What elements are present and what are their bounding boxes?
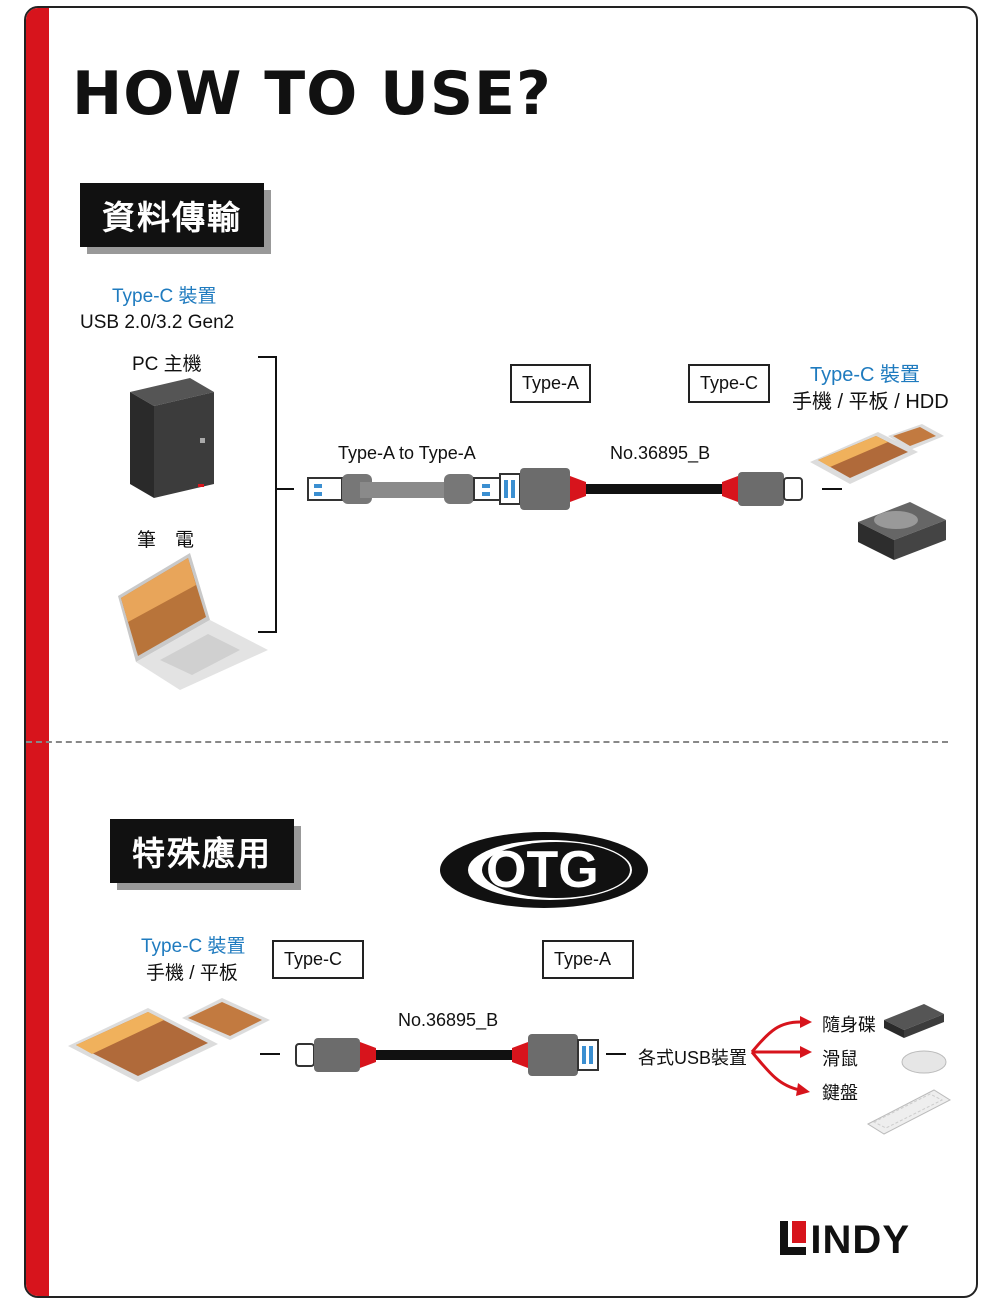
laptop-icon [118, 553, 268, 690]
otg-tablet-icon [68, 1008, 218, 1082]
section-tag-data-transfer: 資料傳輸 [80, 183, 264, 247]
otg-phone-icon [182, 998, 270, 1040]
otg-badge [440, 832, 648, 908]
adapter-type-a-to-type-a [307, 474, 509, 504]
otg-label: OTG [486, 841, 599, 899]
adapter-label: Type-A to Type-A [338, 443, 476, 463]
target-devices-label: 手機 / 平板 / HDD [792, 391, 949, 413]
brand-logo: LINDY [785, 1218, 910, 1262]
laptop-label: 筆 電 [137, 530, 195, 551]
otg-type-a-box: Type-A [542, 940, 634, 979]
device-arrows [750, 1020, 801, 1092]
type-c-box: Type-C [688, 364, 771, 403]
otg-source-type-label: Type-C 裝置 [141, 936, 246, 957]
tablet-icon [810, 432, 918, 484]
device-mouse-label: 滑鼠 [822, 1049, 858, 1069]
cable-36895-b [499, 468, 803, 510]
page-title: HOW TO USE? [72, 59, 552, 129]
usb-devices-label: 各式USB裝置 [638, 1048, 748, 1068]
keyboard-icon [866, 1089, 952, 1135]
section-tag-special: 特殊應用 [110, 819, 294, 883]
otg-source-devices-label: 手機 / 平板 [146, 963, 238, 984]
arrow-heads [796, 1016, 812, 1096]
device-keyboard-label: 鍵盤 [822, 1083, 858, 1103]
pc-label: PC 主機 [132, 354, 202, 375]
source-usb-label: USB 2.0/3.2 Gen2 [80, 312, 235, 333]
pc-tower-icon [130, 378, 214, 498]
section-divider [26, 741, 948, 743]
otg-type-c-box: Type-C [272, 940, 364, 979]
lindy-logo-mark [780, 1221, 806, 1255]
type-a-box: Type-A [510, 364, 592, 403]
usb-flash-icon [884, 1004, 944, 1038]
otg-cable [295, 1034, 599, 1076]
phone-icon [888, 424, 944, 450]
device-flash-label: 隨身碟 [822, 1015, 876, 1035]
cable-model-label: No.36895_B [610, 443, 711, 463]
mouse-icon [901, 1050, 947, 1074]
connection-bracket [258, 356, 294, 633]
target-type-label: Type-C 裝置 [810, 364, 921, 386]
hdd-icon [858, 502, 946, 560]
source-type-label: Type-C 裝置 [112, 286, 217, 307]
otg-cable-model-label: No.36895_B [398, 1010, 499, 1030]
red-side-bar [26, 8, 49, 1296]
